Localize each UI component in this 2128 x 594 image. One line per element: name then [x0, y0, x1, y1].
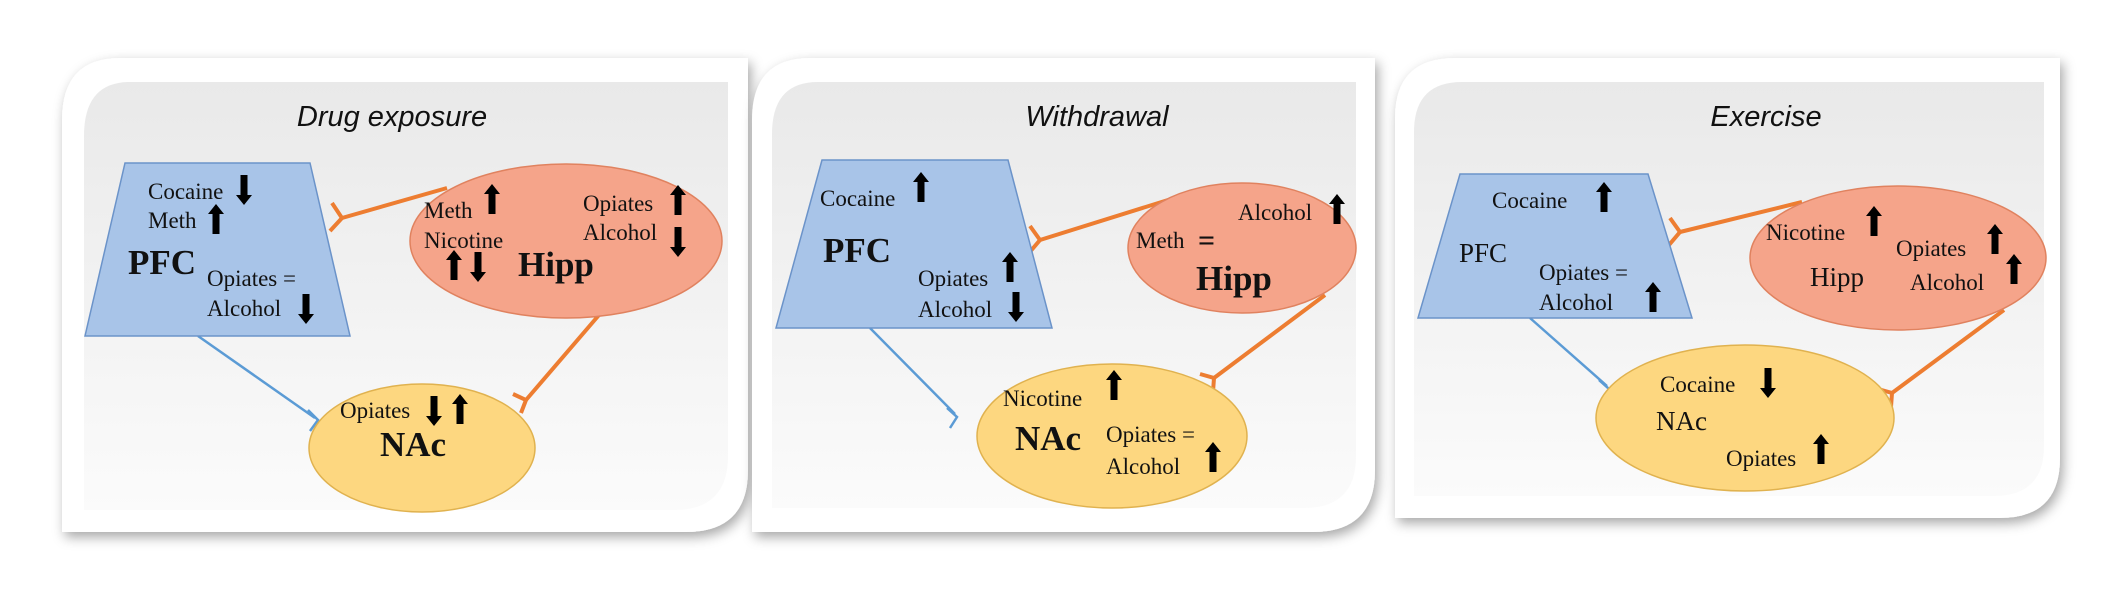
hipp-region	[409, 163, 723, 319]
hipp-label: Hipp	[518, 245, 594, 284]
nac-label: NAc	[380, 425, 446, 464]
nac-item-cocaine: Cocaine	[1660, 372, 1735, 397]
hipp-item-alcohol: Alcohol	[583, 220, 657, 245]
hipp-item-alcohol: Alcohol	[1238, 200, 1312, 225]
hipp-region	[1127, 182, 1357, 314]
pfc-nac-connection	[197, 334, 316, 420]
hipp-label: Hipp	[1810, 262, 1864, 292]
pfc-region	[775, 159, 1053, 329]
hipp-label: Hipp	[1196, 259, 1272, 298]
pfc-label: PFC	[128, 243, 196, 282]
nac-region	[308, 383, 536, 513]
connections	[1529, 200, 2006, 408]
connections	[197, 186, 607, 432]
hipp-item-opiates: Opiates	[1896, 236, 1966, 261]
pfc-item-alcohol: Alcohol	[1539, 290, 1613, 315]
pfc-nac-connection	[1529, 317, 1608, 387]
hipp-item-meth: Meth	[1136, 228, 1185, 253]
panel-title: Drug exposure	[297, 101, 487, 133]
pfc-label: PFC	[1459, 238, 1507, 268]
hipp-equal-sign: =	[1198, 224, 1215, 257]
hipp-item-meth: Meth	[424, 198, 473, 223]
panel-drug-exposure: Drug exposure Cocaine Meth PFC Opiates =…	[62, 58, 748, 532]
hipp-item-opiates: Opiates	[583, 191, 653, 216]
pfc-item-alcohol: Alcohol	[207, 296, 281, 321]
nac-item-opiates: Opiates	[340, 398, 410, 423]
pfc-hipp-connection	[1679, 200, 1803, 234]
panel-exercise: Exercise Cocaine PFC Opiates = Alcohol N…	[1395, 58, 2060, 518]
panel-title: Withdrawal	[1025, 101, 1170, 133]
panel-title: Exercise	[1710, 101, 1821, 133]
nac-label: NAc	[1656, 406, 1707, 436]
hipp-region	[1749, 185, 2047, 331]
nac-terminal	[307, 409, 320, 432]
hipp-item-nicotine: Nicotine	[424, 228, 503, 253]
pfc-terminal	[328, 201, 345, 233]
hipp-nac-connection	[1212, 293, 1327, 380]
nac-terminal	[512, 392, 529, 414]
pfc-terminal	[1667, 216, 1683, 247]
pfc-item-alcohol: Alcohol	[918, 297, 992, 322]
nac-item-nicotine: Nicotine	[1003, 386, 1082, 411]
panel-withdrawal: Withdrawal Cocaine PFC Opiates Alcohol A…	[752, 58, 1375, 532]
pfc-region	[1417, 173, 1694, 319]
nac-item-alcohol: Alcohol	[1106, 454, 1180, 479]
pfc-item-opiates: Opiates =	[207, 266, 296, 291]
hipp-item-nicotine: Nicotine	[1766, 220, 1845, 245]
nac-terminal	[1199, 372, 1217, 393]
pfc-item-meth: Meth	[148, 208, 197, 233]
nac-label: NAc	[1015, 419, 1081, 458]
hipp-nac-connection	[524, 306, 607, 402]
nac-terminal	[946, 407, 959, 429]
hipp-nac-connection	[1890, 308, 2006, 395]
pfc-hipp-connection	[341, 186, 448, 220]
pfc-item-cocaine: Cocaine	[820, 186, 895, 211]
pfc-label: PFC	[823, 231, 891, 270]
pfc-hipp-connection	[1039, 198, 1169, 242]
pfc-region	[84, 162, 351, 337]
nac-region	[976, 363, 1248, 509]
pfc-item-cocaine: Cocaine	[1492, 188, 1567, 213]
hipp-item-alcohol: Alcohol	[1910, 270, 1984, 295]
connections	[869, 198, 1327, 429]
pfc-terminal	[1027, 224, 1043, 255]
pfc-item-cocaine: Cocaine	[148, 179, 223, 204]
pfc-item-opiates: Opiates =	[1539, 260, 1628, 285]
nac-item-opiates: Opiates =	[1106, 422, 1195, 447]
pfc-nac-connection	[869, 327, 956, 415]
pfc-item-opiates: Opiates	[918, 266, 988, 291]
nac-item-opiates: Opiates	[1726, 446, 1796, 471]
